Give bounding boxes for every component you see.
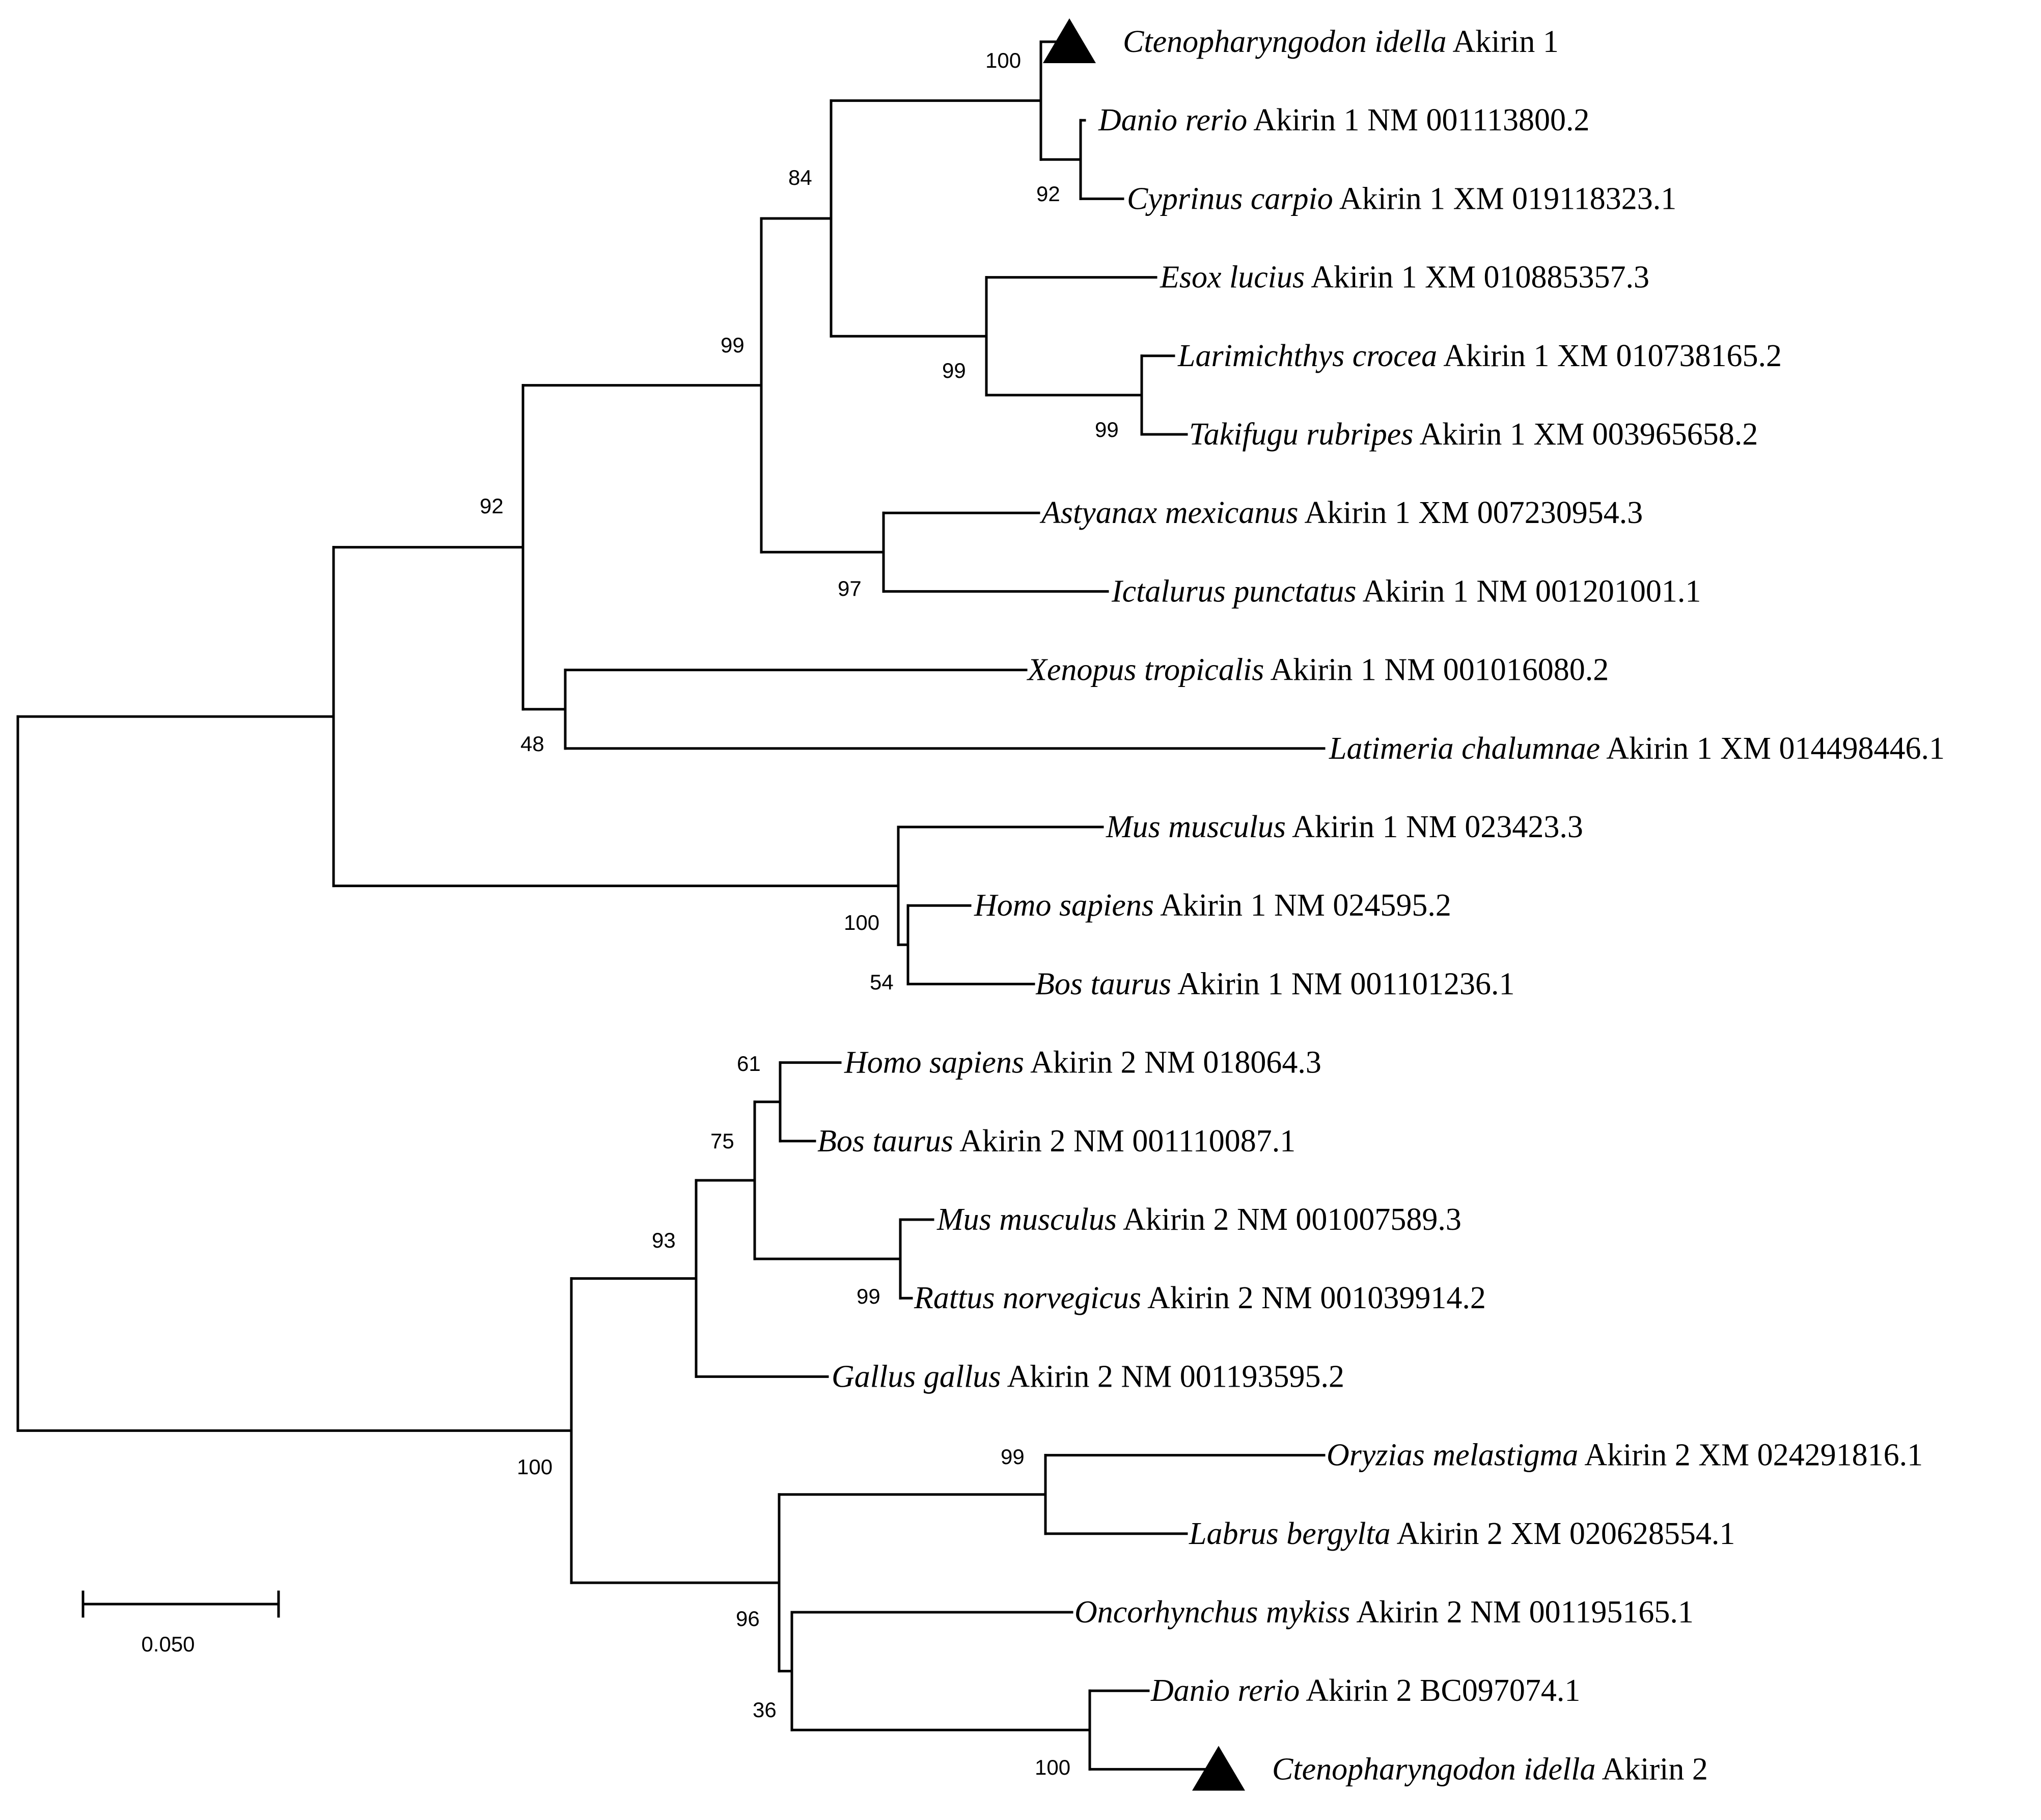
gene-accession: Akirin 2 BC097074.1 — [1300, 1673, 1580, 1708]
species-name: Oryzias melastigma — [1327, 1438, 1578, 1473]
triangle-icon — [1192, 1746, 1245, 1791]
species-name: Esox lucius — [1160, 260, 1305, 295]
tip-label: Homo sapiens Akirin 2 NM 018064.3 — [844, 1045, 1321, 1080]
scale-bar-label: 0.050 — [141, 1632, 195, 1656]
gene-accession: Akirin 1 XM 010738165.2 — [1437, 339, 1782, 373]
gene-accession: Akirin 2 XM 024291816.1 — [1578, 1438, 1923, 1473]
species-name: Bos taurus — [1035, 967, 1171, 1001]
tip-label: Gallus gallus Akirin 2 NM 001193595.2 — [832, 1359, 1344, 1394]
tip-label: Bos taurus Akirin 1 NM 001101236.1 — [1035, 967, 1515, 1001]
species-name: Danio rerio — [1098, 103, 1247, 137]
bootstrap-value: 100 — [985, 48, 1021, 72]
tip-label: Takifugu rubripes Akirin 1 XM 003965658.… — [1189, 417, 1758, 452]
species-name: Astyanax mexicanus — [1039, 495, 1298, 530]
tip-label: Danio rerio Akirin 2 BC097074.1 — [1150, 1673, 1580, 1708]
tip-label: Larimichthys crocea Akirin 1 XM 01073816… — [1177, 339, 1782, 373]
species-name: Xenopus tropicalis — [1026, 653, 1264, 687]
tip-label: Oryzias melastigma Akirin 2 XM 024291816… — [1327, 1438, 1923, 1473]
tree-branches — [16, 40, 1326, 1771]
bootstrap-value: 84 — [788, 166, 812, 189]
tip-label: Mus musculus Akirin 2 NM 001007589.3 — [936, 1202, 1461, 1237]
gene-accession: Akirin 1 NM 023423.3 — [1286, 810, 1583, 844]
bootstrap-values: 92 100 99 99 84 97 99 48 92 54 100 61 99 75 93 99 100 36 9… — [480, 48, 1119, 1779]
tip-label: Ctenopharyngodon idella Akirin 1 — [1123, 24, 1559, 59]
species-name: Ctenopharyngodon idella — [1123, 24, 1446, 59]
gene-accession: Akirin 1 XM 010885357.3 — [1305, 260, 1649, 295]
species-name: Ctenopharyngodon idella — [1272, 1752, 1595, 1786]
gene-accession: Akirin 1 NM 001101236.1 — [1171, 967, 1515, 1001]
species-name: Oncorhynchus mykiss — [1074, 1595, 1350, 1630]
gene-accession: Akirin 2 NM 001007589.3 — [1117, 1202, 1461, 1237]
bootstrap-value: 61 — [737, 1052, 761, 1076]
gene-accession: Akirin 2 NM 001039914.2 — [1141, 1281, 1486, 1315]
gene-accession: Akirin 2 NM 018064.3 — [1024, 1045, 1321, 1080]
bootstrap-value: 100 — [844, 911, 879, 934]
species-name: Labrus bergylta — [1189, 1516, 1391, 1551]
tip-label: Bos taurus Akirin 2 NM 001110087.1 — [817, 1124, 1295, 1159]
bootstrap-value: 99 — [1001, 1445, 1025, 1469]
gene-accession: Akirin 1 — [1446, 24, 1558, 59]
bootstrap-value: 100 — [517, 1455, 553, 1479]
species-name: Cyprinus carpio — [1127, 181, 1333, 216]
bootstrap-value: 99 — [1095, 418, 1119, 442]
tip-label: Astyanax mexicanus Akirin 1 XM 007230954… — [1039, 495, 1643, 530]
species-name: Rattus norvegicus — [914, 1281, 1141, 1315]
gene-accession: Akirin 2 NM 001110087.1 — [953, 1124, 1295, 1159]
bootstrap-value: 75 — [710, 1129, 734, 1153]
tip-label: Xenopus tropicalis Akirin 1 NM 001016080… — [1026, 653, 1609, 687]
gene-accession: Akirin 2 — [1595, 1752, 1707, 1786]
gene-accession: Akirin 2 XM 020628554.1 — [1391, 1516, 1735, 1551]
tip-label: Danio rerio Akirin 1 NM 001113800.2 — [1098, 103, 1589, 137]
species-name: Takifugu rubripes — [1189, 417, 1413, 452]
bootstrap-value: 96 — [736, 1607, 760, 1631]
gene-accession: Akirin 1 XM 007230954.3 — [1298, 495, 1643, 530]
gene-accession: Akirin 1 NM 001113800.2 — [1247, 103, 1589, 137]
bootstrap-value: 99 — [942, 359, 966, 382]
bootstrap-value: 54 — [870, 970, 894, 994]
gene-accession: Akirin 1 XM 014498446.1 — [1600, 731, 1945, 766]
species-name: Homo sapiens — [974, 888, 1154, 923]
bootstrap-value: 93 — [652, 1228, 676, 1252]
bootstrap-value: 92 — [480, 494, 504, 518]
gene-accession: Akirin 1 XM 003965658.2 — [1413, 417, 1758, 452]
tip-label: Oncorhynchus mykiss Akirin 2 NM 00119516… — [1074, 1595, 1694, 1630]
tip-label: Cyprinus carpio Akirin 1 XM 019118323.1 — [1127, 181, 1676, 216]
tip-labels: Ctenopharyngodon idella Akirin 1 Danio re… — [817, 18, 1945, 1791]
gene-accession: Akirin 1 NM 001016080.2 — [1264, 653, 1609, 687]
bootstrap-value: 99 — [857, 1284, 880, 1308]
tip-label: Esox lucius Akirin 1 XM 010885357.3 — [1160, 260, 1649, 295]
species-name: Latimeria chalumnae — [1329, 731, 1600, 766]
scale-bar: 0.050 — [81, 1590, 280, 1656]
gene-accession: Akirin 1 NM 024595.2 — [1154, 888, 1451, 923]
species-name: Ictalurus punctatus — [1111, 574, 1356, 609]
gene-accession: Akirin 2 NM 001193595.2 — [1001, 1359, 1344, 1394]
gene-accession: Akirin 1 NM 001201001.1 — [1356, 574, 1701, 609]
species-name: Homo sapiens — [844, 1045, 1024, 1080]
tip-label: Ictalurus punctatus Akirin 1 NM 00120100… — [1111, 574, 1701, 609]
tip-label: Mus musculus Akirin 1 NM 023423.3 — [1106, 810, 1583, 844]
species-name: Mus musculus — [1106, 810, 1286, 844]
bootstrap-value: 48 — [520, 732, 544, 756]
species-name: Gallus gallus — [832, 1359, 1001, 1394]
species-name: Larimichthys crocea — [1177, 339, 1437, 373]
bootstrap-value: 100 — [1035, 1755, 1070, 1779]
bootstrap-value: 99 — [721, 333, 744, 357]
bootstrap-value: 36 — [753, 1698, 777, 1722]
species-name: Danio rerio — [1150, 1673, 1300, 1708]
species-name: Mus musculus — [936, 1202, 1117, 1237]
species-name: Bos taurus — [817, 1124, 953, 1159]
tip-label: Labrus bergylta Akirin 2 XM 020628554.1 — [1189, 1516, 1735, 1551]
gene-accession: Akirin 1 XM 019118323.1 — [1333, 181, 1677, 216]
triangle-icon — [1043, 18, 1096, 63]
tip-label: Ctenopharyngodon idella Akirin 2 — [1272, 1752, 1708, 1786]
bootstrap-value: 92 — [1036, 182, 1060, 206]
bootstrap-value: 97 — [838, 576, 862, 600]
tip-label: Latimeria chalumnae Akirin 1 XM 01449844… — [1329, 731, 1945, 766]
tip-label: Homo sapiens Akirin 1 NM 024595.2 — [974, 888, 1451, 923]
tip-label: Rattus norvegicus Akirin 2 NM 001039914.… — [914, 1281, 1486, 1315]
gene-accession: Akirin 2 NM 001195165.1 — [1350, 1595, 1694, 1630]
